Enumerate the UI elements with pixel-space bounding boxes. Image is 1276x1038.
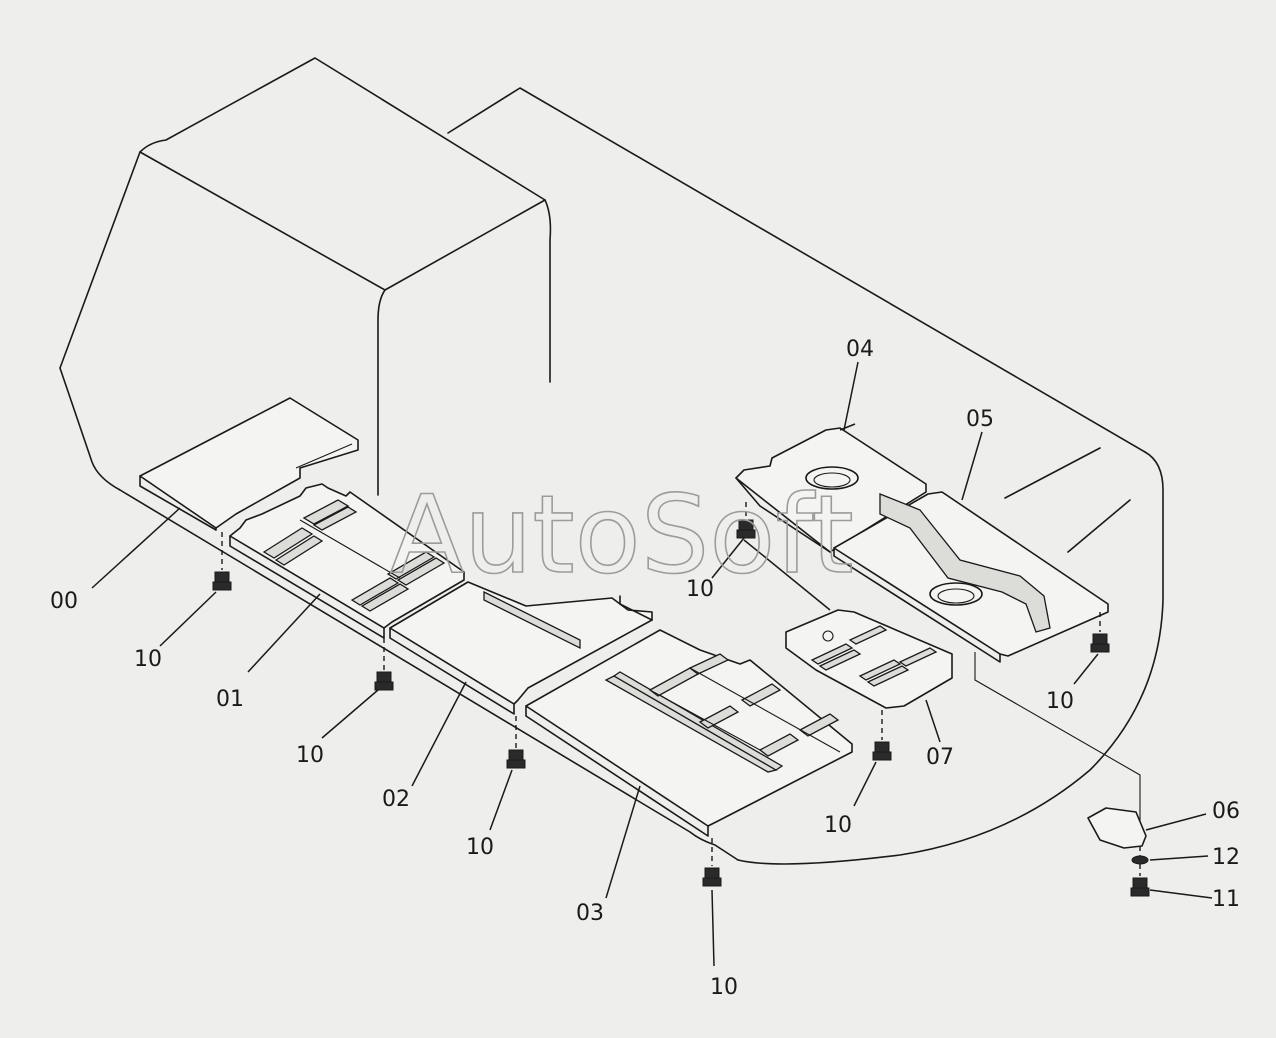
plate-07 <box>785 609 953 709</box>
callout-06: 06 <box>1212 799 1240 824</box>
plate-04 <box>735 427 927 553</box>
callout-07: 07 <box>926 745 954 770</box>
callout-01: 01 <box>216 687 244 712</box>
machine-body-outline <box>59 57 1164 865</box>
fasteners <box>212 502 1150 897</box>
callout-12: 12 <box>1212 845 1240 870</box>
callout-10-d: 10 <box>710 975 738 1000</box>
leader-lines <box>91 361 1213 967</box>
callout-03: 03 <box>576 901 604 926</box>
callout-05: 05 <box>966 407 994 432</box>
callout-00: 00 <box>50 589 78 614</box>
watermark-text: AutoSoft <box>390 473 854 598</box>
callout-labels: 00 01 02 03 04 05 06 07 10 10 10 10 10 1… <box>50 337 1240 1000</box>
plate-06 <box>1087 807 1147 849</box>
callout-10-a: 10 <box>134 647 162 672</box>
callout-10-g: 10 <box>1046 689 1074 714</box>
callout-10-e: 10 <box>824 813 852 838</box>
plate-03 <box>525 629 853 837</box>
plate-05 <box>833 491 1109 663</box>
callout-10-c: 10 <box>466 835 494 860</box>
callout-02: 02 <box>382 787 410 812</box>
callout-11: 11 <box>1212 887 1240 912</box>
callout-10-b: 10 <box>296 743 324 768</box>
plate-02 <box>389 581 653 715</box>
callout-10-f: 10 <box>686 577 714 602</box>
plate-01 <box>229 483 465 639</box>
plate-00 <box>139 397 359 531</box>
callout-04: 04 <box>846 337 874 362</box>
